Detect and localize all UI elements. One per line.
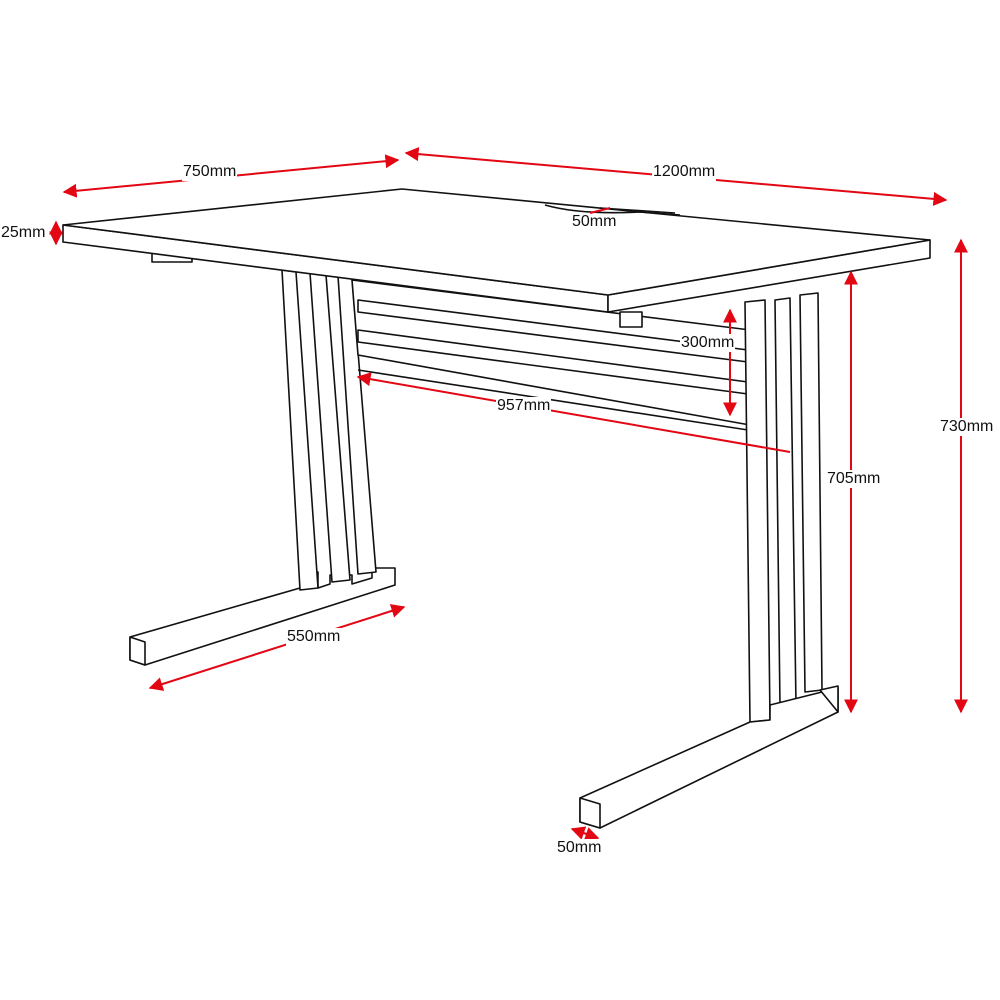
label-inner-width: 957mm [496, 397, 552, 415]
arrow-cable-port [589, 207, 611, 214]
label-foot-length: 550mm [286, 628, 342, 646]
label-foot-width: 50mm [556, 839, 603, 857]
label-panel-height: 300mm [680, 334, 736, 352]
label-top-thickness: 25mm [0, 224, 47, 242]
cable-port [544, 204, 681, 216]
label-depth: 750mm [182, 163, 238, 181]
arrow-inner-width [356, 372, 791, 453]
modesty-panel [351, 279, 751, 431]
label-total-height: 730mm [939, 418, 995, 436]
label-width: 1200mm [652, 163, 717, 181]
label-cable-port: 50mm [572, 213, 617, 230]
desktop [62, 188, 931, 328]
arrow-foot-width [570, 826, 600, 841]
label-underside-height: 705mm [826, 470, 882, 488]
right-leg [579, 292, 839, 829]
arrow-foot-length [148, 604, 406, 691]
